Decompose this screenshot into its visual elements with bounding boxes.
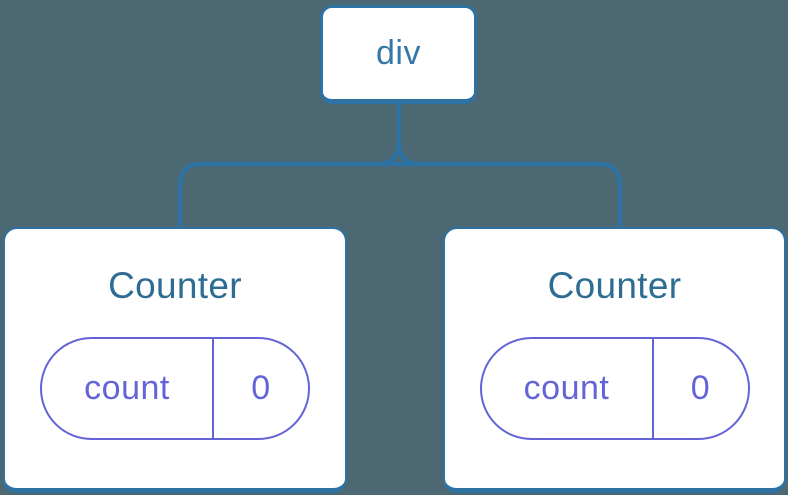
state-value: 0: [690, 369, 711, 408]
component-title: Counter: [547, 265, 682, 306]
state-pill: count 0: [479, 337, 750, 441]
state-value: 0: [251, 369, 271, 408]
connector-bus-line: [177, 161, 623, 229]
state-pill-divider: [212, 339, 214, 439]
state-key: count: [523, 369, 610, 408]
state-key-cell: count: [42, 339, 212, 438]
state-value-cell: 0: [214, 339, 308, 438]
root-node: div: [320, 5, 477, 104]
connector-stem-right: [396, 104, 422, 167]
state-pill-divider: [651, 339, 654, 439]
component-title: Counter: [108, 265, 242, 306]
counter-card-right: Counter count 0: [443, 227, 786, 493]
root-node-label: div: [376, 34, 421, 72]
state-value-cell: 0: [654, 339, 748, 438]
state-pill: count 0: [40, 337, 310, 441]
state-key: count: [84, 369, 170, 408]
connector-stem-left: [376, 104, 402, 167]
counter-card-left: Counter count 0: [3, 227, 347, 493]
state-key-cell: count: [482, 339, 652, 438]
